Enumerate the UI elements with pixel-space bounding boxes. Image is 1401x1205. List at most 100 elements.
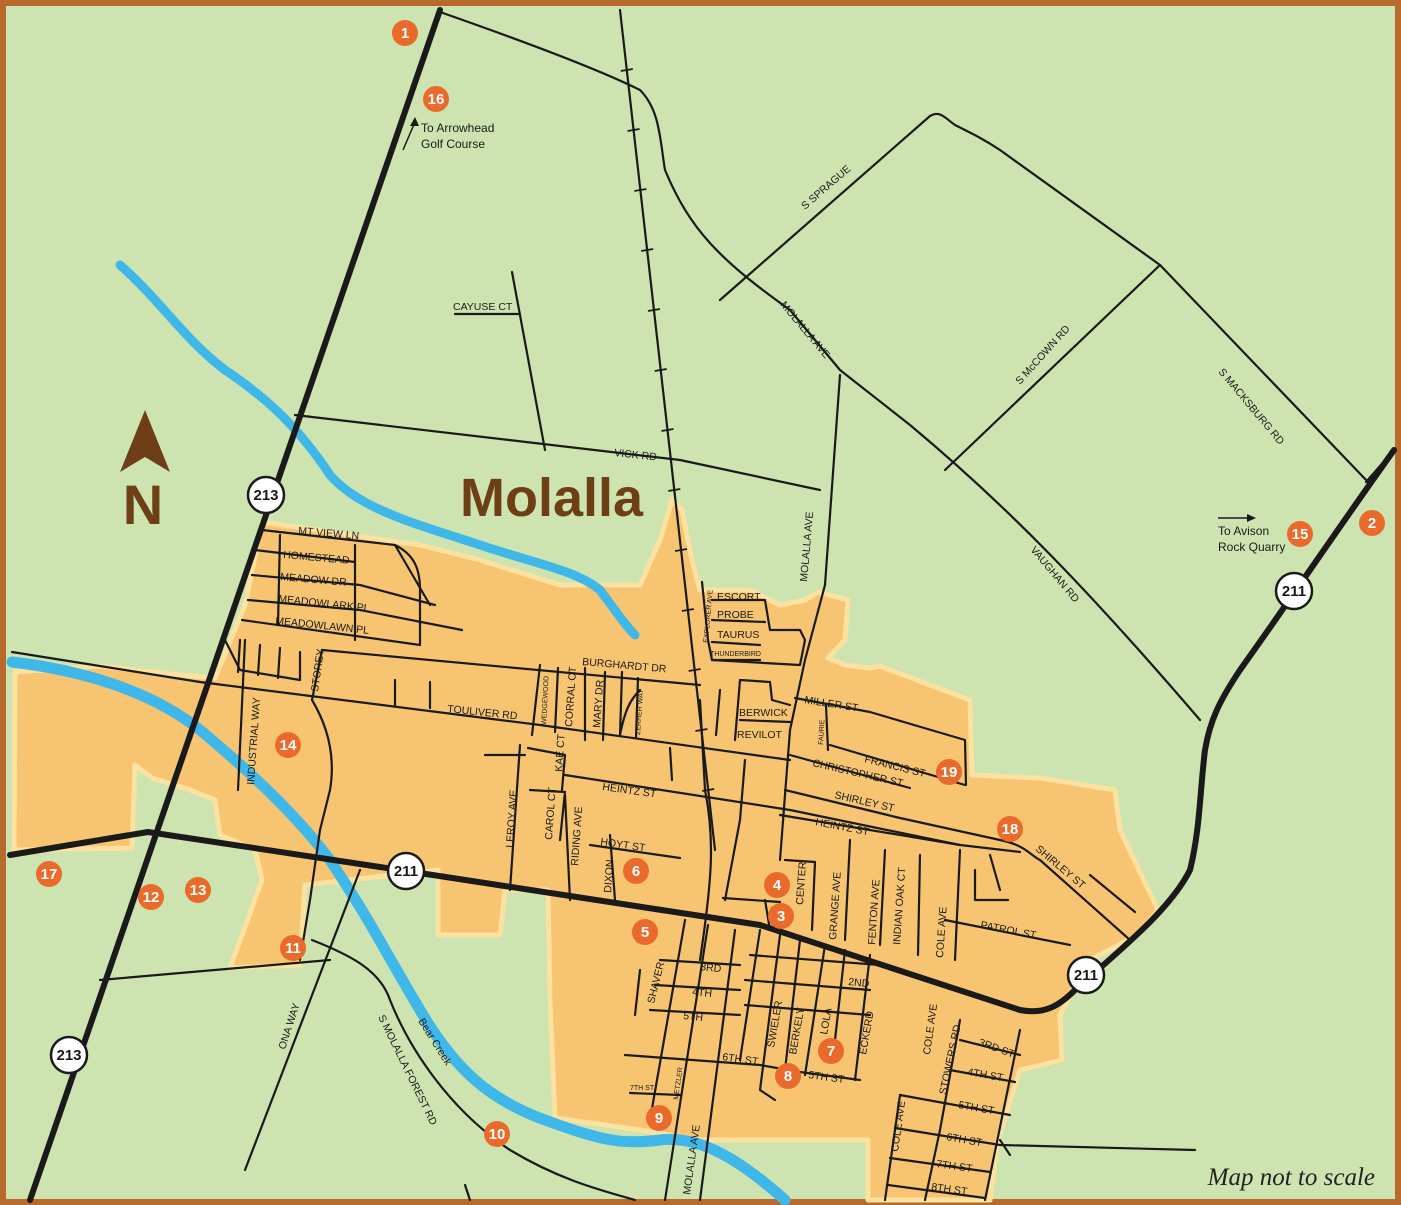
location-marker-4[interactable]: 4 [764,872,790,898]
callout-avison-line1: To Avison [1218,524,1269,538]
road-south-7th [628,1091,682,1097]
location-marker-label: 19 [941,764,958,781]
road-mt-view [260,528,432,647]
highway-shield-circle [1066,955,1106,995]
road-south-ave3 [698,928,737,1202]
location-marker-circle [768,903,794,929]
railroad-tie [674,548,688,552]
location-marker-19[interactable]: 19 [936,759,962,785]
location-marker-9[interactable]: 9 [646,1105,672,1131]
location-marker-12[interactable]: 12 [138,884,164,910]
road-heintz [563,773,1022,854]
location-marker-label: 3 [777,908,785,925]
label-probe: PROBE [717,609,754,621]
location-marker-15[interactable]: 15 [1287,521,1313,547]
label-mt-view: MT VIEW LN [298,525,360,542]
location-marker-6[interactable]: 6 [623,858,649,884]
arrowhead-arrow-icon [402,121,416,151]
road-vick [293,413,822,492]
road-patrol [943,918,1072,947]
road-south-ave9 [853,953,872,1082]
road-s-sprague [718,112,1370,484]
highway-shield-213: 213 [246,475,286,515]
location-marker-8[interactable]: 8 [775,1063,801,1089]
location-marker-5[interactable]: 5 [632,919,658,945]
label-6th: 6TH ST [722,1051,760,1068]
callout-arrowhead-line2: Golf Course [421,137,485,151]
label-homestead: HOMESTEAD [283,549,351,567]
location-marker-circle [36,861,62,887]
road-meadowlark [246,598,464,632]
location-marker-10[interactable]: 10 [484,1121,510,1147]
location-marker-label: 15 [1292,526,1309,543]
location-marker-circle [484,1121,510,1147]
road-south-ave1 [648,918,687,1122]
road-touliver [10,650,792,762]
location-marker-18[interactable]: 18 [997,816,1023,842]
road-ona-way [243,868,362,1172]
road-south-ave4 [738,928,762,1062]
location-marker-17[interactable]: 17 [36,861,62,887]
road-stowers [923,1018,962,1202]
road-se-3rd [958,1038,1022,1057]
road-se-5th [898,1093,1012,1117]
location-marker-1[interactable]: 1 [392,20,418,46]
label-riding: RIDING AVE [569,806,585,866]
location-marker-circle [275,732,301,758]
road-network [10,10,1396,1202]
railroad-ties [620,68,715,792]
location-marker-label: 1 [401,25,409,42]
highway-shield-213: 213 [49,1035,89,1075]
road-south-ave2 [663,923,710,1202]
road-cole-s [883,1093,902,1202]
railroad-tie [654,368,667,372]
highway-shield-211: 211 [386,851,426,891]
road-meadow-dr [250,573,437,607]
location-marker-3[interactable]: 3 [768,903,794,929]
location-marker-label: 11 [285,940,301,957]
road-se-4th [948,1068,1017,1084]
location-marker-circle [1287,521,1313,547]
road-carol [563,793,572,902]
location-marker-2[interactable]: 2 [1359,510,1385,536]
highway-shield-label: 213 [253,487,278,504]
location-marker-circle [997,816,1023,842]
railroad-tie [688,668,701,672]
road-explorer [700,580,807,667]
location-marker-7[interactable]: 7 [818,1038,844,1064]
road-se-7th [888,1156,992,1174]
north-arrow: N [120,410,170,536]
label-wedgewood: WEDGEWOOD [541,676,551,725]
location-marker-label: 7 [827,1043,835,1060]
label-storey: STOREY [309,648,327,692]
location-marker-circle [280,935,306,961]
label-vick: VICK RD [614,447,658,463]
location-marker-label: 6 [632,863,640,880]
location-marker-14[interactable]: 14 [275,732,301,758]
label-fenton: FENTON AVE [866,879,883,945]
location-marker-circle [138,884,164,910]
location-marker-16[interactable]: 16 [423,86,449,112]
location-marker-11[interactable]: 11 [280,935,306,961]
highway-shield-211: 211 [1066,955,1106,995]
road-cul-de-sacs [223,638,302,682]
road-center-grid [668,698,1137,962]
highway-shield-circle [386,851,426,891]
location-marker-label: 8 [784,1068,792,1085]
location-marker-13[interactable]: 13 [185,877,211,903]
label-corral: CORRAL CT [563,666,579,728]
road-mid-stubs [393,663,642,742]
road-molalla-ave-mid [778,583,827,862]
road-industrial [236,638,247,792]
location-marker-label: 14 [280,737,297,754]
location-marker-label: 10 [489,1126,506,1143]
road-south-4th [653,978,872,992]
label-lola: LOLA [818,1007,834,1036]
railroad-tie [681,608,695,612]
location-marker-circle [392,20,418,46]
label-dixon: DIXON [602,859,616,893]
label-zerher: ZERHER WAY [635,689,645,736]
